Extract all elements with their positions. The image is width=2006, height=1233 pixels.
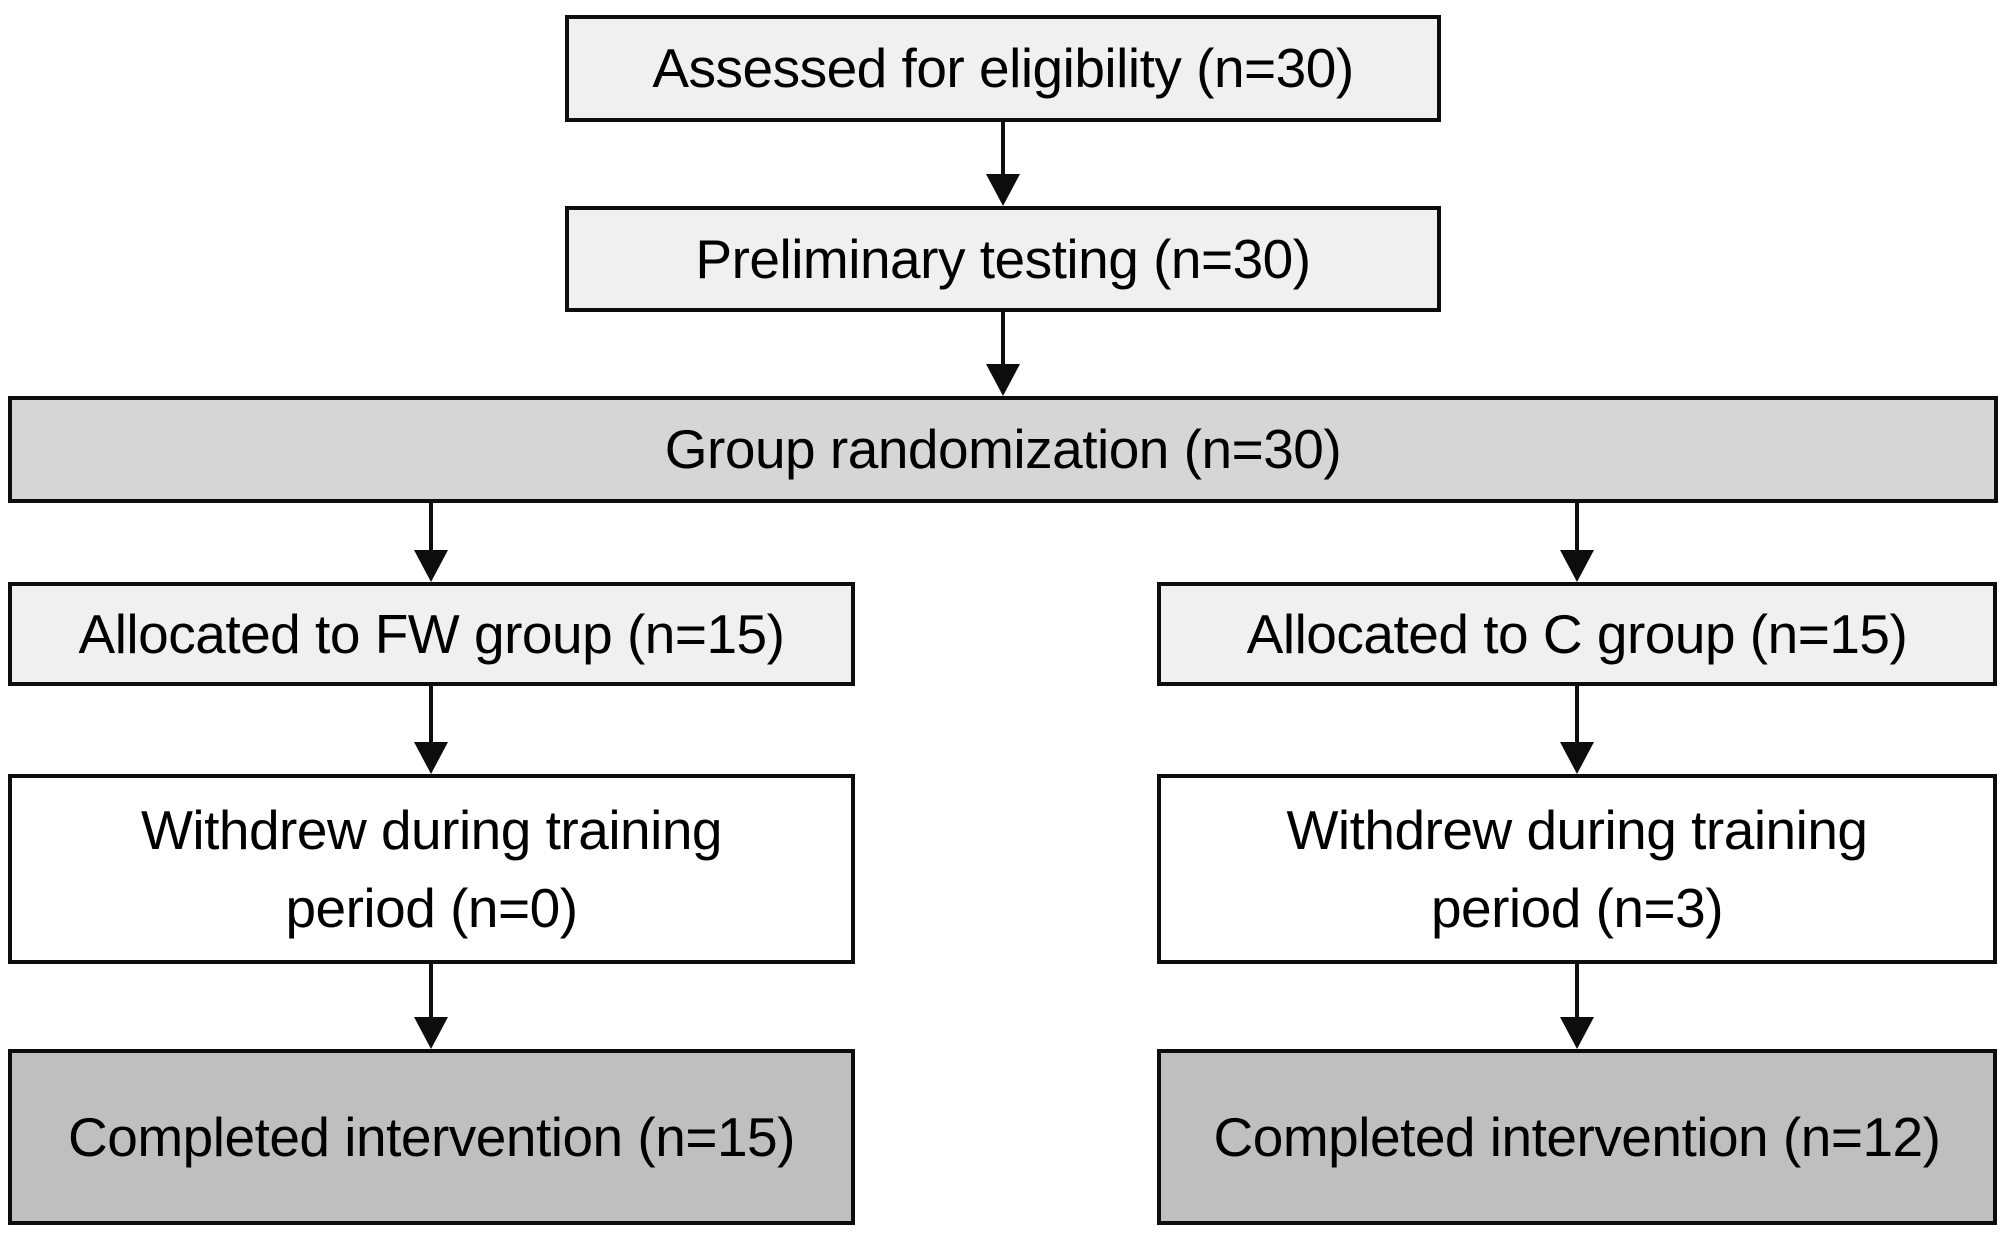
arrow-randomization-to-allocated-c [1560, 503, 1594, 582]
arrowhead-down-icon [414, 550, 448, 582]
node-assessed-eligibility-label: Assessed for eligibility (n=30) [652, 37, 1354, 100]
arrow-shaft [1575, 964, 1579, 1023]
arrow-shaft [1575, 503, 1579, 556]
node-withdrew-c-label: Withdrew during training period (n=3) [1286, 798, 1868, 939]
node-completed-intervention-c-label: Completed intervention (n=12) [1213, 1105, 1941, 1168]
node-allocated-fw-group: Allocated to FW group (n=15) [8, 582, 855, 686]
arrow-allocated-c-to-withdrew-c [1560, 686, 1594, 774]
node-allocated-fw-group-label: Allocated to FW group (n=15) [78, 602, 785, 665]
arrowhead-down-icon [1560, 550, 1594, 582]
node-allocated-c-group-label: Allocated to C group (n=15) [1246, 602, 1908, 665]
arrowhead-down-icon [986, 364, 1020, 396]
node-completed-intervention-fw: Completed intervention (n=15) [8, 1049, 855, 1225]
arrow-shaft [429, 964, 433, 1023]
arrowhead-down-icon [986, 174, 1020, 206]
arrow-assessed-to-preliminary [986, 122, 1020, 206]
arrowhead-down-icon [414, 1017, 448, 1049]
arrow-randomization-to-allocated-fw [414, 503, 448, 582]
arrow-shaft [429, 503, 433, 556]
arrow-shaft [429, 686, 433, 748]
arrow-allocated-fw-to-withdrew-fw [414, 686, 448, 774]
node-completed-intervention-c: Completed intervention (n=12) [1157, 1049, 1997, 1225]
node-withdrew-fw: Withdrew during training period (n=0) [8, 774, 855, 964]
arrowhead-down-icon [1560, 742, 1594, 774]
arrow-shaft [1575, 686, 1579, 748]
node-preliminary-testing-label: Preliminary testing (n=30) [695, 227, 1311, 290]
arrow-shaft [1001, 122, 1005, 180]
node-preliminary-testing: Preliminary testing (n=30) [565, 206, 1441, 312]
arrow-preliminary-to-randomization [986, 312, 1020, 396]
arrow-withdrew-fw-to-completed-fw [414, 964, 448, 1049]
arrow-shaft [1001, 312, 1005, 370]
arrow-withdrew-c-to-completed-c [1560, 964, 1594, 1049]
node-withdrew-fw-label: Withdrew during training period (n=0) [140, 798, 723, 939]
node-completed-intervention-fw-label: Completed intervention (n=15) [68, 1105, 795, 1168]
arrowhead-down-icon [1560, 1017, 1594, 1049]
node-assessed-eligibility: Assessed for eligibility (n=30) [565, 15, 1441, 122]
node-group-randomization: Group randomization (n=30) [8, 396, 1998, 503]
node-allocated-c-group: Allocated to C group (n=15) [1157, 582, 1997, 686]
arrowhead-down-icon [414, 742, 448, 774]
node-group-randomization-label: Group randomization (n=30) [664, 418, 1342, 481]
node-withdrew-c: Withdrew during training period (n=3) [1157, 774, 1997, 964]
